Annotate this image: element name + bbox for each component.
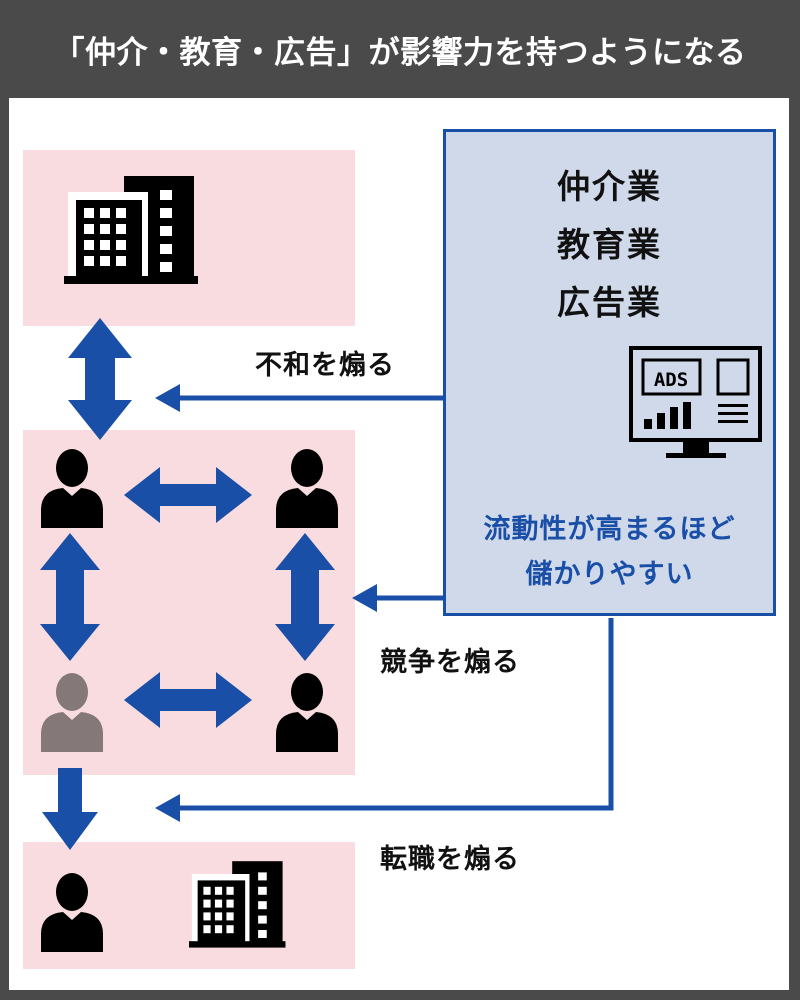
- person-icon: [276, 673, 338, 752]
- arrow-down-icon: [42, 768, 98, 850]
- industry-box: 仲介業 教育業 広告業 流動性が高まるほど 儲かりやすい: [443, 129, 776, 616]
- double-arrow-vertical-icon: [68, 318, 132, 440]
- double-arrow-horizontal-icon: [124, 672, 252, 728]
- discord-label: 不和を煽る: [255, 350, 395, 381]
- double-arrow-vertical-icon: [40, 533, 100, 661]
- double-arrow-horizontal-icon: [124, 467, 252, 523]
- industry-line-advertising: 広告業: [557, 283, 662, 322]
- industry-line-education: 教育業: [557, 225, 662, 264]
- industry-note-line2: 儲かりやすい: [525, 559, 694, 590]
- person-icon: [41, 873, 103, 952]
- arrow-head-left-icon: [155, 794, 180, 822]
- double-arrow-vertical-icon: [275, 533, 335, 661]
- office-building-icon: [189, 861, 286, 948]
- person-icon: [41, 449, 103, 528]
- ads-monitor-icon: ADS: [629, 346, 762, 458]
- arrow-head-left-icon: [155, 384, 180, 412]
- job-change-label: 転職を煽る: [380, 844, 520, 875]
- arrow-head-left-icon: [352, 584, 377, 612]
- industry-line-brokerage: 仲介業: [557, 167, 662, 206]
- ads-screen-text: ADS: [654, 369, 688, 391]
- industry-note-line1: 流動性が高まるほど: [483, 514, 736, 545]
- person-icon: [276, 449, 338, 528]
- office-building-icon: [64, 176, 198, 284]
- diagram-title: 「仲介・教育・広告」が影響力を持つようになる: [53, 34, 747, 71]
- person-icon: [41, 673, 103, 752]
- competition-label: 競争を煽る: [380, 647, 520, 678]
